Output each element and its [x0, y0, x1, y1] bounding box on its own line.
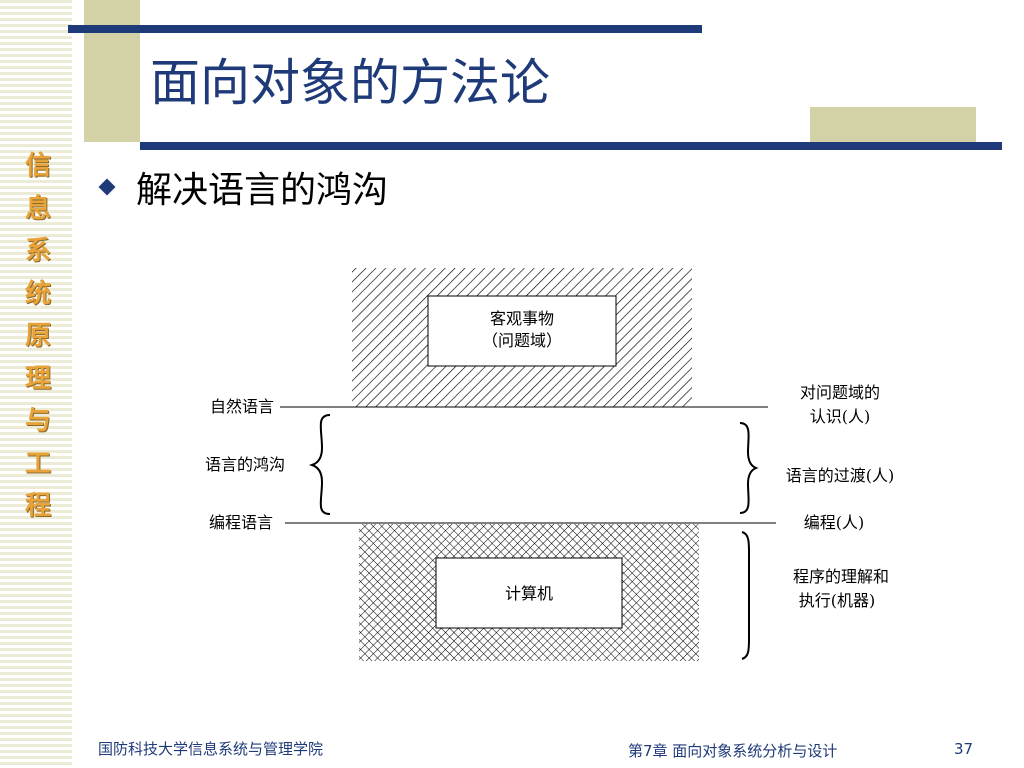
vertical-title-char: 与: [24, 406, 51, 436]
vertical-title-char: 信: [24, 151, 51, 181]
vertical-title-char: 工: [24, 448, 51, 479]
computer-label: 计算机: [505, 584, 553, 603]
execution-label-line2: 执行(机器): [799, 591, 876, 610]
left-curly-brace: [308, 414, 331, 515]
problem-domain-label-line1: 客观事物: [490, 309, 554, 328]
vertical-title-char: 统: [24, 278, 51, 309]
understanding-label-line1: 对问题域的: [800, 383, 880, 402]
page-title: 面向对象的方法论: [150, 54, 550, 112]
problem-domain-box: [427, 295, 617, 367]
footer-chapter: 第7章 面向对象系统分析与设计: [628, 742, 838, 760]
vertical-title-char: 理: [24, 363, 51, 394]
vertical-title-char: 系: [24, 236, 51, 266]
bullet-text: 解决语言的鸿沟: [136, 170, 389, 211]
problem-domain-label-line2: （问题域）: [482, 331, 562, 350]
understanding-label-line2: 认识(人): [810, 407, 871, 426]
title-bar-top: [68, 25, 702, 33]
vertical-title-char: 程: [24, 491, 51, 521]
decorative-block-right: [810, 107, 976, 142]
vertical-title-char: 原: [24, 321, 51, 351]
programming-label: 编程(人): [804, 513, 865, 532]
vertical-title-char: 息: [24, 193, 51, 224]
sidebar-stripes: [0, 0, 72, 768]
footer-institution: 国防科技大学信息系统与管理学院: [98, 740, 324, 758]
sidebar-vertical-title: 信 息 系 统 原 理 与 工 程: [18, 145, 58, 528]
footer-page-number: 37: [954, 740, 974, 758]
title-bar-bottom: [140, 142, 1002, 150]
execution-label-line1: 程序的理解和: [793, 567, 889, 586]
right-curly-brace: [739, 422, 759, 514]
right-execution-bracket: [741, 531, 751, 660]
transition-label: 语言的过渡(人): [786, 466, 895, 485]
natural-language-label: 自然语言: [210, 397, 274, 416]
computer-box: [435, 557, 623, 629]
programming-language-label: 编程语言: [209, 513, 273, 532]
language-gap-label: 语言的鸿沟: [205, 455, 285, 474]
decorative-block-top: [84, 0, 140, 142]
